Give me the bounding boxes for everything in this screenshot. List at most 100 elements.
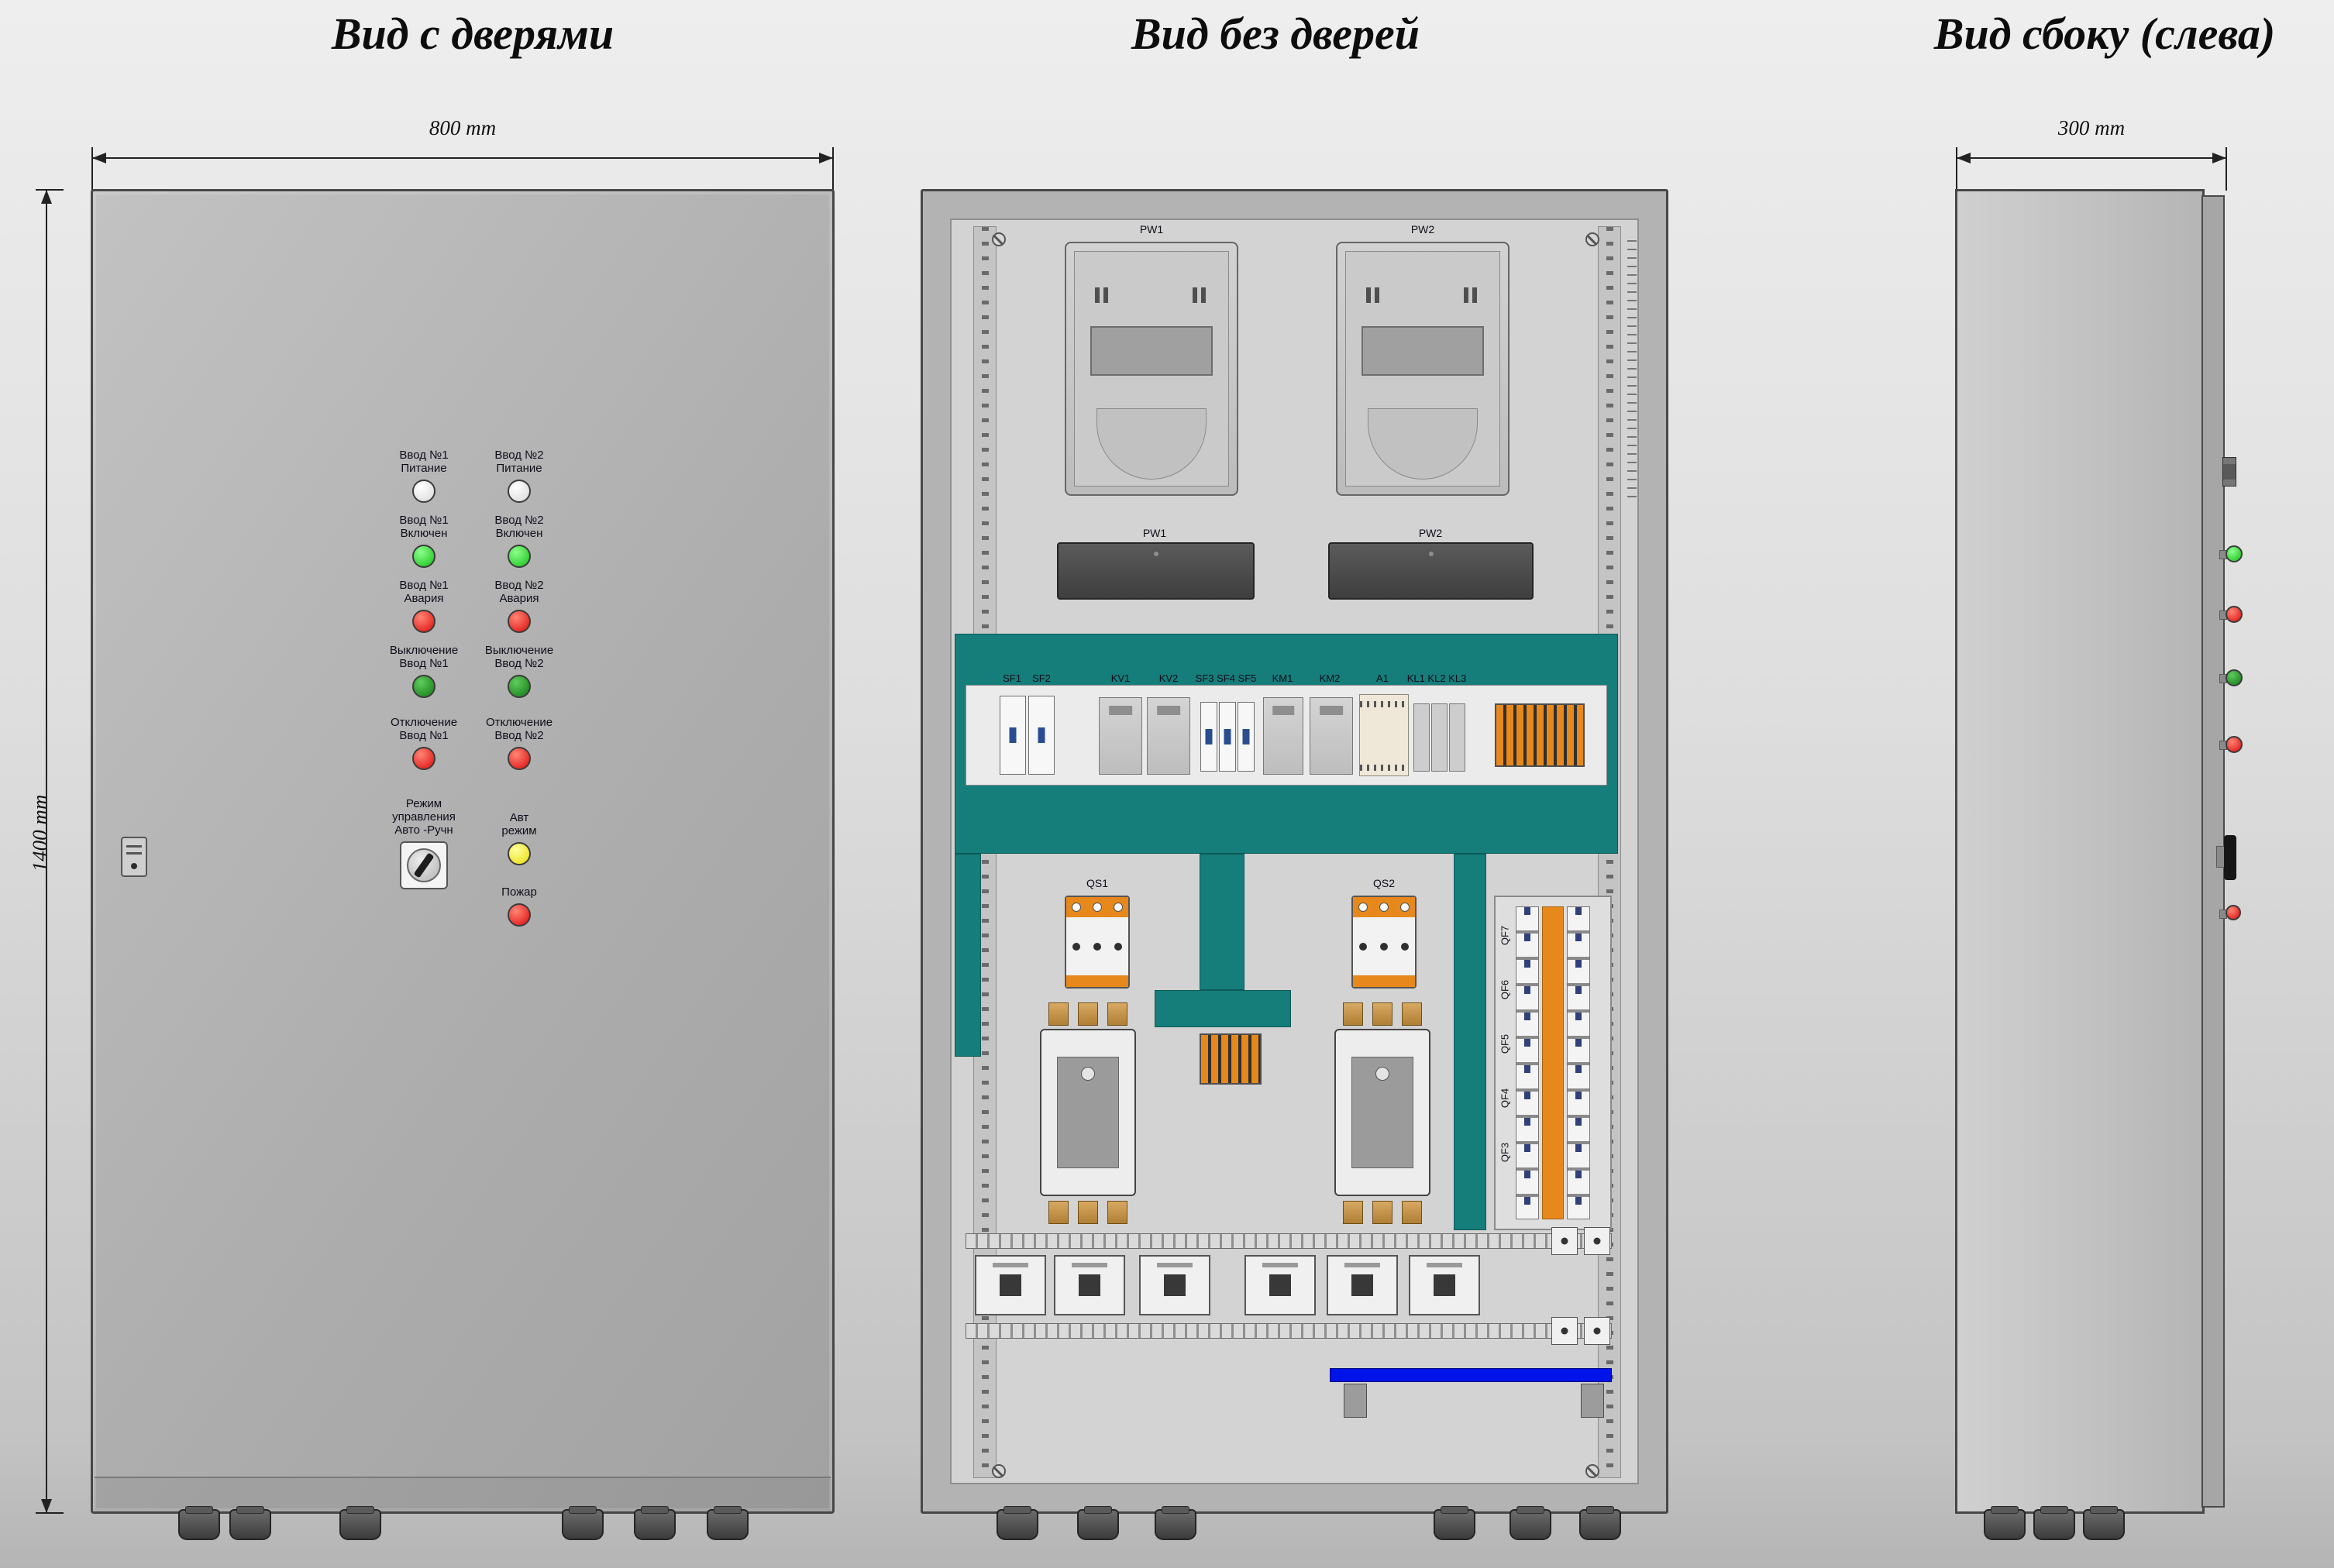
side-cabinet-body <box>1955 189 2205 1514</box>
copper-lug <box>1402 1201 1422 1224</box>
dark-cover-pw2 <box>1328 542 1534 600</box>
button-red-icon <box>508 746 531 770</box>
indicator-label: Авт режим <box>501 811 537 837</box>
qs-terminals-top <box>1066 897 1128 917</box>
indicator-input1-power: Ввод №1 Питание <box>381 449 466 503</box>
terminal-clamp-small <box>1551 1317 1578 1345</box>
lamp-green-icon <box>508 544 531 568</box>
relay-kv2 <box>1147 697 1190 775</box>
cover-label: PW1 <box>1142 527 1167 539</box>
terminal-rail-upper <box>966 1233 1612 1249</box>
qf-breaker-column-right <box>1567 906 1590 1219</box>
terminal-clamp-small <box>1584 1227 1610 1255</box>
cable-clamp <box>1327 1255 1398 1315</box>
breaker-sf4 <box>1219 702 1236 772</box>
indicator-label: Пожар <box>501 885 537 899</box>
indicator-input2-alarm: Ввод №2 Авария <box>477 579 562 633</box>
indicator-label: Ввод №1 Питание <box>399 449 449 475</box>
relay-kl2 <box>1431 703 1448 772</box>
meter-cover-arc <box>1096 408 1207 480</box>
side-lamp-green <box>2226 545 2243 562</box>
cable-gland <box>1155 1506 1196 1540</box>
cable-gland <box>2083 1506 2125 1540</box>
qs-poles <box>1066 917 1128 975</box>
relay-kl1 <box>1413 703 1430 772</box>
apparatus-label: KM2 <box>1319 672 1341 684</box>
side-lamp-red <box>2226 606 2243 623</box>
copper-lug <box>1107 1002 1127 1026</box>
cover-label: PW2 <box>1418 527 1443 539</box>
contactor-face <box>1351 1057 1413 1168</box>
cable-gland <box>1579 1506 1621 1540</box>
contactor-lugs-bottom <box>1048 1201 1127 1224</box>
busbar-clamp <box>1344 1384 1367 1418</box>
dark-cover-pw1 <box>1057 542 1255 600</box>
cable-gland <box>178 1506 220 1540</box>
indicator-label: Отключение Ввод №1 <box>390 716 458 742</box>
dim-door-width-arrow <box>91 147 834 191</box>
mini-contactor-km1 <box>1263 697 1303 775</box>
contactor-1 <box>1040 1029 1136 1196</box>
button-input1-off: Отключение Ввод №1 <box>381 716 466 770</box>
relay-kl3 <box>1449 703 1465 772</box>
indicator-label: Выключение Ввод №2 <box>484 644 554 670</box>
copper-lug <box>1343 1201 1363 1224</box>
cable-gland <box>339 1506 381 1540</box>
apparatus-label: KV2 <box>1158 672 1179 684</box>
indicator-input1-on: Ввод №1 Включен <box>381 514 466 568</box>
power-meter-pw1 <box>1065 242 1238 496</box>
door-base-strip <box>95 1477 831 1512</box>
selector-switch-icon <box>400 841 448 890</box>
lamp-red-icon <box>508 903 531 927</box>
contactor-lugs-top <box>1343 1002 1422 1026</box>
panel-screw <box>992 1464 1006 1478</box>
qf-label: QF6 <box>1499 979 1511 1000</box>
meter-slot <box>1095 287 1100 303</box>
dim-door-width-label: 800 mm <box>429 116 497 139</box>
apparatus-label: SF1 <box>1003 672 1021 684</box>
lamp-white-icon <box>412 479 435 503</box>
dim-door-height-arrow <box>36 189 64 1514</box>
qf-din-rail <box>1542 906 1564 1219</box>
door-lock <box>121 837 147 877</box>
dim-side-width-label: 300 mm <box>2057 116 2126 139</box>
blue-busbar <box>1330 1368 1612 1382</box>
indicator-input2-power: Ввод №2 Питание <box>477 449 562 503</box>
copper-lug <box>1048 1201 1069 1224</box>
mini-contactor-km2 <box>1310 697 1353 775</box>
lamp-yellow-icon <box>508 841 531 865</box>
busbar-clamp <box>1581 1384 1604 1418</box>
apparatus-label: A1 <box>1376 672 1389 684</box>
meter-face <box>1074 251 1229 487</box>
dim-side-width-arrow <box>1956 147 2227 191</box>
copper-lug <box>1343 1002 1363 1026</box>
title-side-view: Вид сбоку (слева) <box>1933 9 2276 59</box>
breaker-sf3 <box>1200 702 1217 772</box>
indicator-label: Ввод №2 Включен <box>494 514 544 540</box>
cable-gland <box>1510 1506 1551 1540</box>
cable-gland <box>229 1506 271 1540</box>
indicator-label: Ввод №1 Авария <box>399 579 449 605</box>
ruler-strip <box>1627 240 1637 504</box>
breaker-sf2 <box>1028 696 1055 775</box>
qs-terminals-top <box>1353 897 1415 917</box>
cable-clamp <box>1244 1255 1316 1315</box>
breaker-sf1 <box>1000 696 1026 775</box>
qs-terminals-bottom <box>1066 975 1128 987</box>
meter-label: PW1 <box>1139 223 1164 236</box>
cable-clamp <box>1054 1255 1125 1315</box>
title-door-view: Вид с дверями <box>331 9 614 59</box>
motor-breaker-qs1 <box>1065 896 1130 989</box>
side-door-handle <box>2224 835 2236 880</box>
lamp-red-icon <box>508 609 531 633</box>
qf-breaker-column-left <box>1516 906 1539 1219</box>
panel-screw <box>1585 1464 1599 1478</box>
button-green-icon <box>412 674 435 698</box>
contactor-lugs-top <box>1048 1002 1127 1026</box>
apparatus-label: KV1 <box>1110 672 1131 684</box>
teal-plate-left-column <box>955 854 981 1057</box>
terminal-rail-lower <box>966 1323 1612 1339</box>
teal-plate-center-tab <box>1200 854 1244 990</box>
lamp-red-icon <box>412 609 435 633</box>
